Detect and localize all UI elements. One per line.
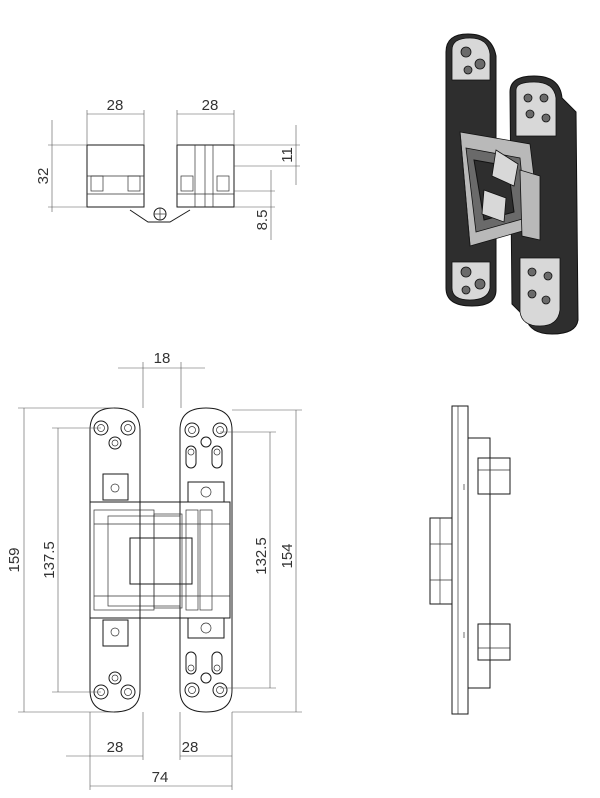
right-leaf-top-screw-holes xyxy=(184,422,228,469)
front-view-mechanism xyxy=(89,501,231,619)
dim-top-offset-lower: 8.5 xyxy=(254,210,271,231)
dim-front-center-gap: 18 xyxy=(154,350,171,367)
side-view xyxy=(429,405,511,715)
top-view-right-block xyxy=(176,144,235,208)
right-leaf-bottom-screw-holes xyxy=(184,651,228,698)
front-view-left-leaf xyxy=(89,407,141,713)
left-leaf-top-screw-holes xyxy=(93,420,136,450)
top-view-pivot-link xyxy=(129,209,191,223)
left-leaf-bottom-screw-holes xyxy=(93,671,136,700)
dim-front-bottom-right: 28 xyxy=(182,739,199,756)
dim-top-width-right: 28 xyxy=(202,97,219,114)
dim-top-width-left: 28 xyxy=(107,97,124,114)
top-view: 28 28 32 11 8.5 xyxy=(35,97,300,240)
dim-front-left-hole-span: 137.5 xyxy=(41,541,58,579)
dim-top-height: 32 xyxy=(35,168,52,185)
dim-front-total-height: 159 xyxy=(6,547,23,572)
dim-top-offset-upper: 11 xyxy=(279,147,296,163)
dim-front-total-width: 74 xyxy=(152,769,169,786)
hinge-3d-render xyxy=(445,33,579,335)
front-view-right-leaf xyxy=(179,407,233,713)
dim-front-bottom-left: 28 xyxy=(107,739,124,756)
front-view: 18 159 137.5 132.5 154 28 28 74 xyxy=(6,350,302,790)
side-view-plate xyxy=(451,405,469,715)
side-view-mechanism xyxy=(429,517,453,605)
dim-front-right-height: 154 xyxy=(279,543,296,568)
dim-front-right-hole-span: 132.5 xyxy=(253,537,270,575)
